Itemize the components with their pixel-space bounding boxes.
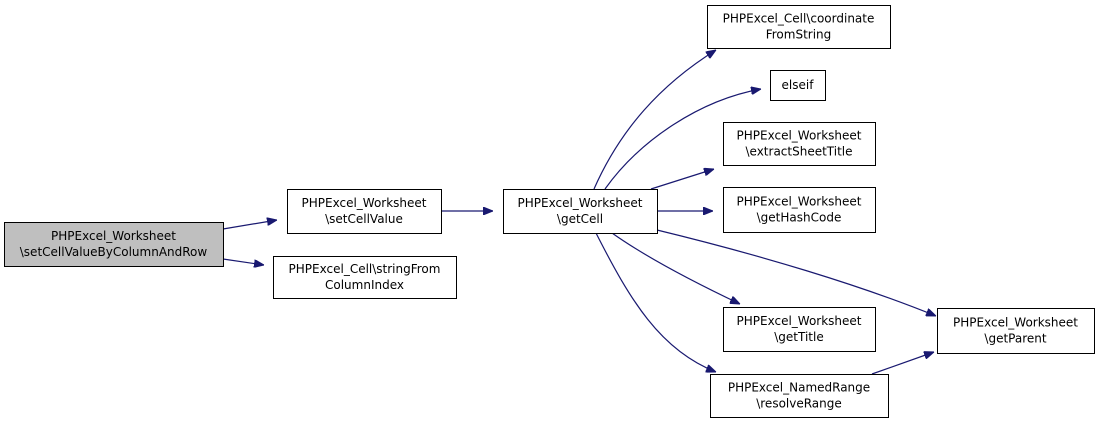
node-extractSheetTitle[interactable]: PHPExcel_Worksheet \extractSheetTitle [723, 122, 876, 166]
edge-getCell-to-coordinateFromString [593, 50, 716, 190]
node-box [287, 189, 442, 234]
node-label-line: PHPExcel_Worksheet [737, 195, 862, 209]
node-label-line: \getHashCode [757, 211, 842, 225]
node-box [710, 374, 889, 418]
node-root: PHPExcel_Worksheet \setCellValueByColumnA… [4, 222, 224, 267]
node-box [723, 307, 876, 352]
edge-getCell-to-extractSheetTitle [650, 169, 714, 190]
nodes-layer: PHPExcel_Worksheet \setCellValueByColumnA… [4, 5, 1095, 418]
edge-root-to-stringFromColumnIndex [222, 258, 264, 265]
edge-getCell-to-elseif [604, 89, 761, 190]
node-label-line: \getParent [984, 332, 1046, 346]
node-getHashCode[interactable]: PHPExcel_Worksheet \getHashCode [723, 187, 876, 233]
node-box [273, 256, 457, 299]
node-label-line: \setCellValue [325, 212, 403, 226]
node-label-line: PHPExcel_NamedRange [728, 381, 870, 395]
node-label-line: PHPExcel_Worksheet [953, 316, 1078, 330]
node-box [723, 122, 876, 166]
node-elseif[interactable]: elseif [770, 70, 826, 101]
edge-line [871, 352, 934, 375]
node-label-line: \extractSheetTitle [745, 145, 852, 159]
edge-line [650, 169, 714, 190]
edge-root-to-setCellValue [222, 220, 277, 230]
edge-getCell-to-getParent [656, 229, 936, 317]
node-label-line: \getTitle [774, 330, 823, 344]
edge-line [222, 258, 264, 265]
node-box [770, 70, 826, 101]
edge-line [222, 220, 277, 230]
node-label-line: \resolveRange [756, 397, 842, 411]
edge-getCell-to-getTitle [611, 232, 740, 304]
node-label-line: FromString [766, 28, 832, 42]
node-box [707, 5, 891, 49]
edge-line [604, 89, 761, 190]
node-resolveRange[interactable]: PHPExcel_NamedRange \resolveRange [710, 374, 889, 418]
edge-resolveRange-to-getParent [871, 352, 934, 375]
edge-line [656, 229, 936, 317]
node-box [503, 189, 658, 234]
node-setCellValue[interactable]: PHPExcel_Worksheet \setCellValue [287, 189, 442, 234]
node-label-line: PHPExcel_Worksheet [737, 314, 862, 328]
node-box [937, 308, 1095, 354]
edge-line [611, 232, 740, 304]
node-label-line: PHPExcel_Worksheet [518, 196, 643, 210]
node-getTitle[interactable]: PHPExcel_Worksheet \getTitle [723, 307, 876, 352]
node-label-line: PHPExcel_Cell\stringFrom [289, 262, 441, 276]
node-getParent[interactable]: PHPExcel_Worksheet \getParent [937, 308, 1095, 354]
node-label-line: \setCellValueByColumnAndRow [20, 245, 208, 259]
edge-line [593, 50, 716, 190]
edge-line [595, 232, 716, 372]
node-label-line: PHPExcel_Worksheet [737, 129, 862, 143]
node-label-line: elseif [782, 78, 815, 92]
edges-layer [222, 50, 936, 375]
node-box [4, 222, 224, 267]
node-label-line: PHPExcel_Worksheet [302, 196, 427, 210]
node-label-line: \getCell [557, 212, 603, 226]
node-label-line: PHPExcel_Cell\coordinate [723, 12, 875, 26]
node-label-line: ColumnIndex [325, 278, 404, 292]
node-box [723, 187, 876, 233]
edge-getCell-to-resolveRange [595, 232, 716, 372]
node-getCell[interactable]: PHPExcel_Worksheet \getCell [503, 189, 658, 234]
node-label-line: PHPExcel_Worksheet [51, 229, 176, 243]
